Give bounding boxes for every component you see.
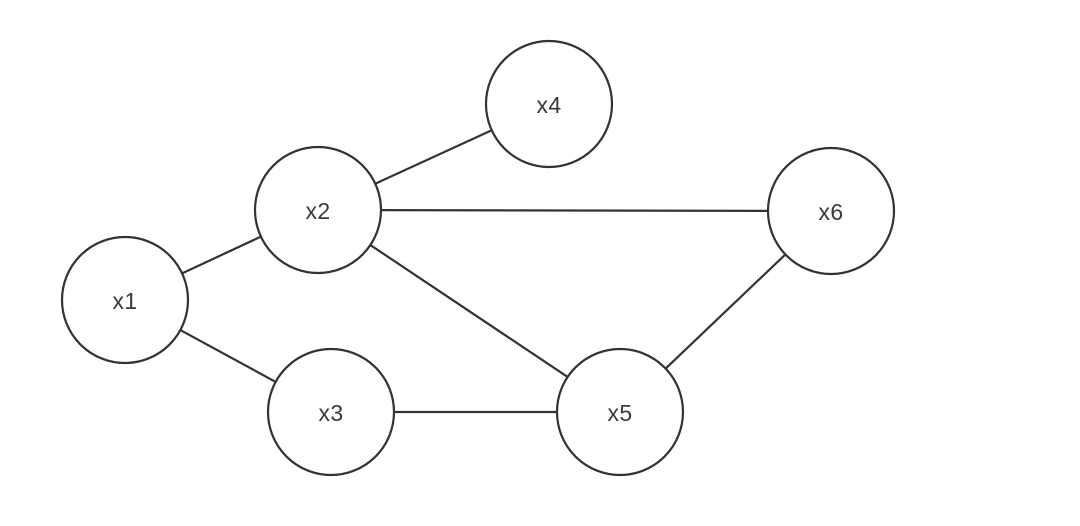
node-label-x4: x4 [537,92,562,118]
node-circle-x4[interactable] [484,39,614,169]
graph-node-x6[interactable]: x6 [766,146,896,276]
edge-layer [179,129,787,414]
node-label-x5: x5 [608,400,633,426]
node-circle-x2[interactable] [253,145,383,275]
graph-edge-x1-x2 [181,235,262,275]
node-layer: x1 x2 x3 x4 x5 x6 [60,39,896,477]
node-circle-x6[interactable] [766,146,896,276]
node-circle-x3[interactable] [266,347,396,477]
graph-node-x2[interactable]: x2 [253,145,383,275]
graph-node-x5[interactable]: x5 [555,347,685,477]
node-label-x1: x1 [113,288,138,314]
graph-edge-x2-x4 [374,129,493,185]
graph-node-x4[interactable]: x4 [484,39,614,169]
node-label-x3: x3 [319,400,344,426]
node-label-x2: x2 [306,198,331,224]
graph-edge-x2-x6 [379,209,770,212]
graph-edge-x5-x6 [664,253,787,370]
graph-edge-x2-x5 [369,243,569,379]
graph-node-x1[interactable]: x1 [60,235,190,365]
node-label-x6: x6 [819,199,844,225]
node-circle-x5[interactable] [555,347,685,477]
node-circle-x1[interactable] [60,235,190,365]
graph-edge-x1-x3 [179,328,277,384]
graph-node-x3[interactable]: x3 [266,347,396,477]
